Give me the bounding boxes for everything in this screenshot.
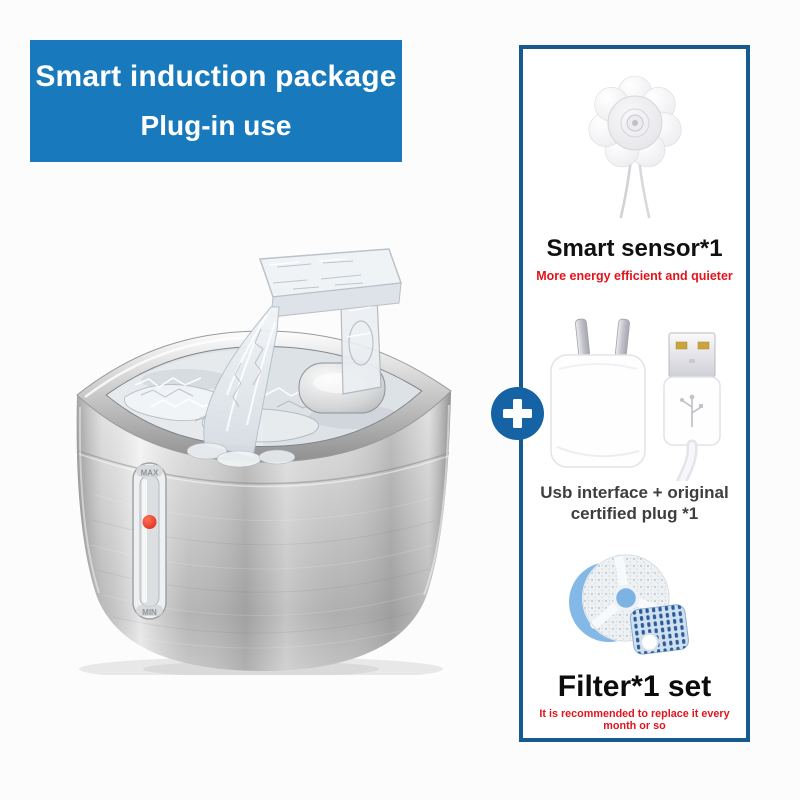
basin-body — [76, 391, 451, 671]
float-indicator — [142, 515, 157, 529]
usb-trident-icon — [679, 394, 703, 428]
banner-title: Smart induction package — [35, 60, 397, 93]
fountain-product-image: MAX MIN — [55, 245, 465, 681]
usb-title: Usb interface + original certified plug … — [540, 483, 729, 523]
sensor-image — [587, 75, 681, 219]
charger-and-usb-image — [549, 318, 721, 482]
promo-banner: Smart induction package Plug-in use — [30, 40, 402, 162]
filter-sponge — [629, 604, 689, 655]
usb-connector — [662, 332, 721, 482]
sensor-center-dome — [607, 95, 662, 151]
faucet — [258, 248, 403, 395]
min-label: MIN — [142, 608, 157, 617]
water-level-window: MAX MIN — [132, 462, 167, 620]
max-label: MAX — [141, 469, 159, 478]
sensor-subtitle: More energy efficient and quieter — [536, 268, 733, 283]
filter-subtitle: It is recommended to replace it every mo… — [539, 707, 730, 732]
sensor-title: Smart sensor*1 — [546, 235, 723, 262]
charger-plug — [549, 318, 646, 469]
water-stream — [186, 306, 296, 468]
plus-bar-vertical — [513, 399, 522, 428]
filter-image — [568, 553, 689, 655]
fountain-illustration: MAX MIN — [76, 248, 452, 681]
banner-subtitle: Plug-in use — [140, 110, 292, 141]
plus-icon — [491, 387, 544, 440]
filter-title: Filter*1 set — [557, 670, 712, 704]
package-contents-panel: Smart sensor*1 More energy efficient and… — [519, 45, 750, 742]
